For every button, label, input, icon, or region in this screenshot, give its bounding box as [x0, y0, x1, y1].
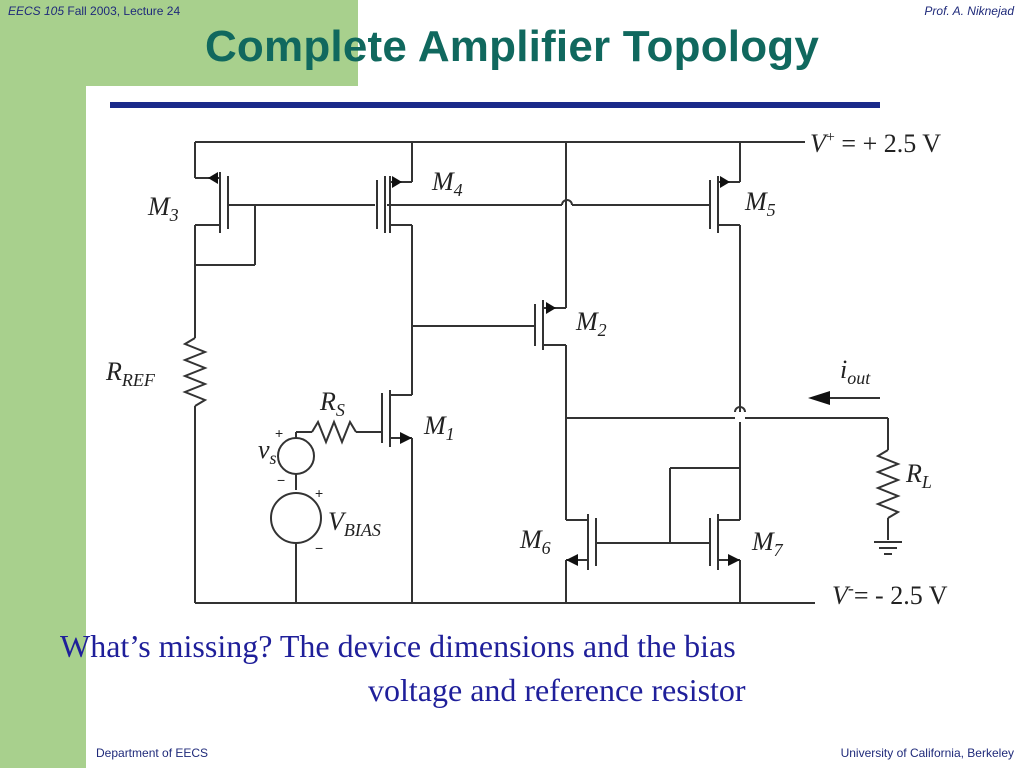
course-code: EECS 105 [8, 4, 65, 18]
header-course: EECS 105 Fall 2003, Lecture 24 [8, 4, 180, 18]
m5-label: M5 [744, 187, 776, 220]
m7-label: M7 [751, 527, 784, 560]
m4-transistor [376, 142, 413, 395]
header-author: Prof. A. Niknejad [924, 4, 1014, 18]
vplus-label: V+ = + 2.5 V [810, 129, 941, 158]
vbias-minus-sign: − [315, 540, 323, 556]
rs-label: RS [319, 387, 345, 420]
m7-transistor [669, 467, 741, 603]
m2-label: M2 [575, 307, 607, 340]
m3-label: M3 [147, 192, 179, 225]
rl-label: RL [905, 459, 932, 492]
caption-line-2: voltage and reference resistor [368, 672, 746, 708]
green-top-block [0, 0, 358, 86]
iout-label: iout [840, 355, 871, 388]
vs-plus-sign: + [275, 425, 283, 441]
slide-title: Complete Amplifier Topology [204, 22, 820, 71]
course-term: Fall 2003, Lecture 24 [64, 4, 181, 18]
footer-department: Department of EECS [96, 746, 209, 760]
m6-transistor [565, 514, 597, 603]
vbias-plus-sign: + [315, 485, 323, 501]
vminus-label: V-= - 2.5 V [832, 578, 948, 610]
footer-university: University of California, Berkeley [840, 746, 1014, 760]
m3-transistor [194, 142, 256, 266]
rl-resistor [875, 449, 901, 519]
vs-minus-sign: − [277, 472, 285, 488]
ground-icon [874, 541, 902, 555]
rref-resistor [182, 337, 208, 407]
m4-label: M4 [431, 167, 463, 200]
content-panel [86, 86, 1024, 768]
rref-label: RREF [105, 357, 156, 390]
caption-line-1: What’s missing? The device dimensions an… [60, 628, 736, 664]
vbias-source [270, 492, 322, 544]
m1-label: M1 [423, 411, 455, 444]
vs-source [277, 437, 315, 475]
m2-transistor [412, 142, 567, 520]
m6-label: M6 [519, 525, 551, 558]
title-rule [110, 102, 880, 108]
rs-resistor [311, 419, 357, 445]
slide-caption: What’s missing? The device dimensions an… [60, 624, 960, 712]
m5-transistor [709, 142, 746, 520]
green-side-bar [0, 0, 86, 768]
m1-transistor [381, 390, 413, 603]
vs-label: vs [258, 435, 277, 468]
vbias-label: VBIAS [328, 507, 381, 540]
